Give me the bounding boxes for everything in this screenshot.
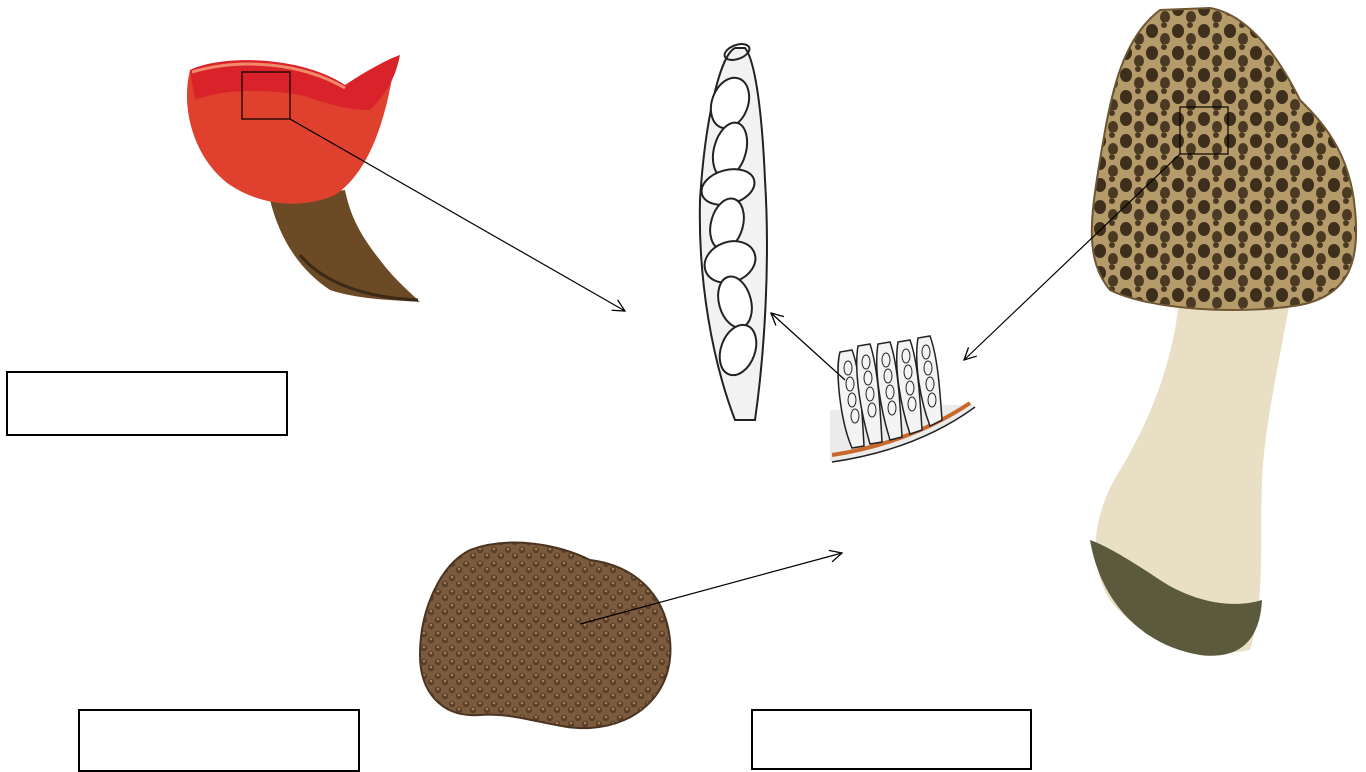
answer-box-1[interactable] bbox=[6, 371, 288, 436]
arrow-hymenium-to-ascus bbox=[771, 313, 845, 380]
hymenium-drawing bbox=[830, 336, 975, 462]
answer-box-2[interactable] bbox=[78, 709, 360, 772]
scarlet-cup-fungus-image bbox=[187, 55, 420, 302]
answer-box-3[interactable] bbox=[751, 709, 1032, 770]
morel-mushroom-image bbox=[1090, 8, 1356, 656]
ascus-drawing bbox=[698, 41, 767, 420]
truffle-image bbox=[420, 543, 670, 729]
